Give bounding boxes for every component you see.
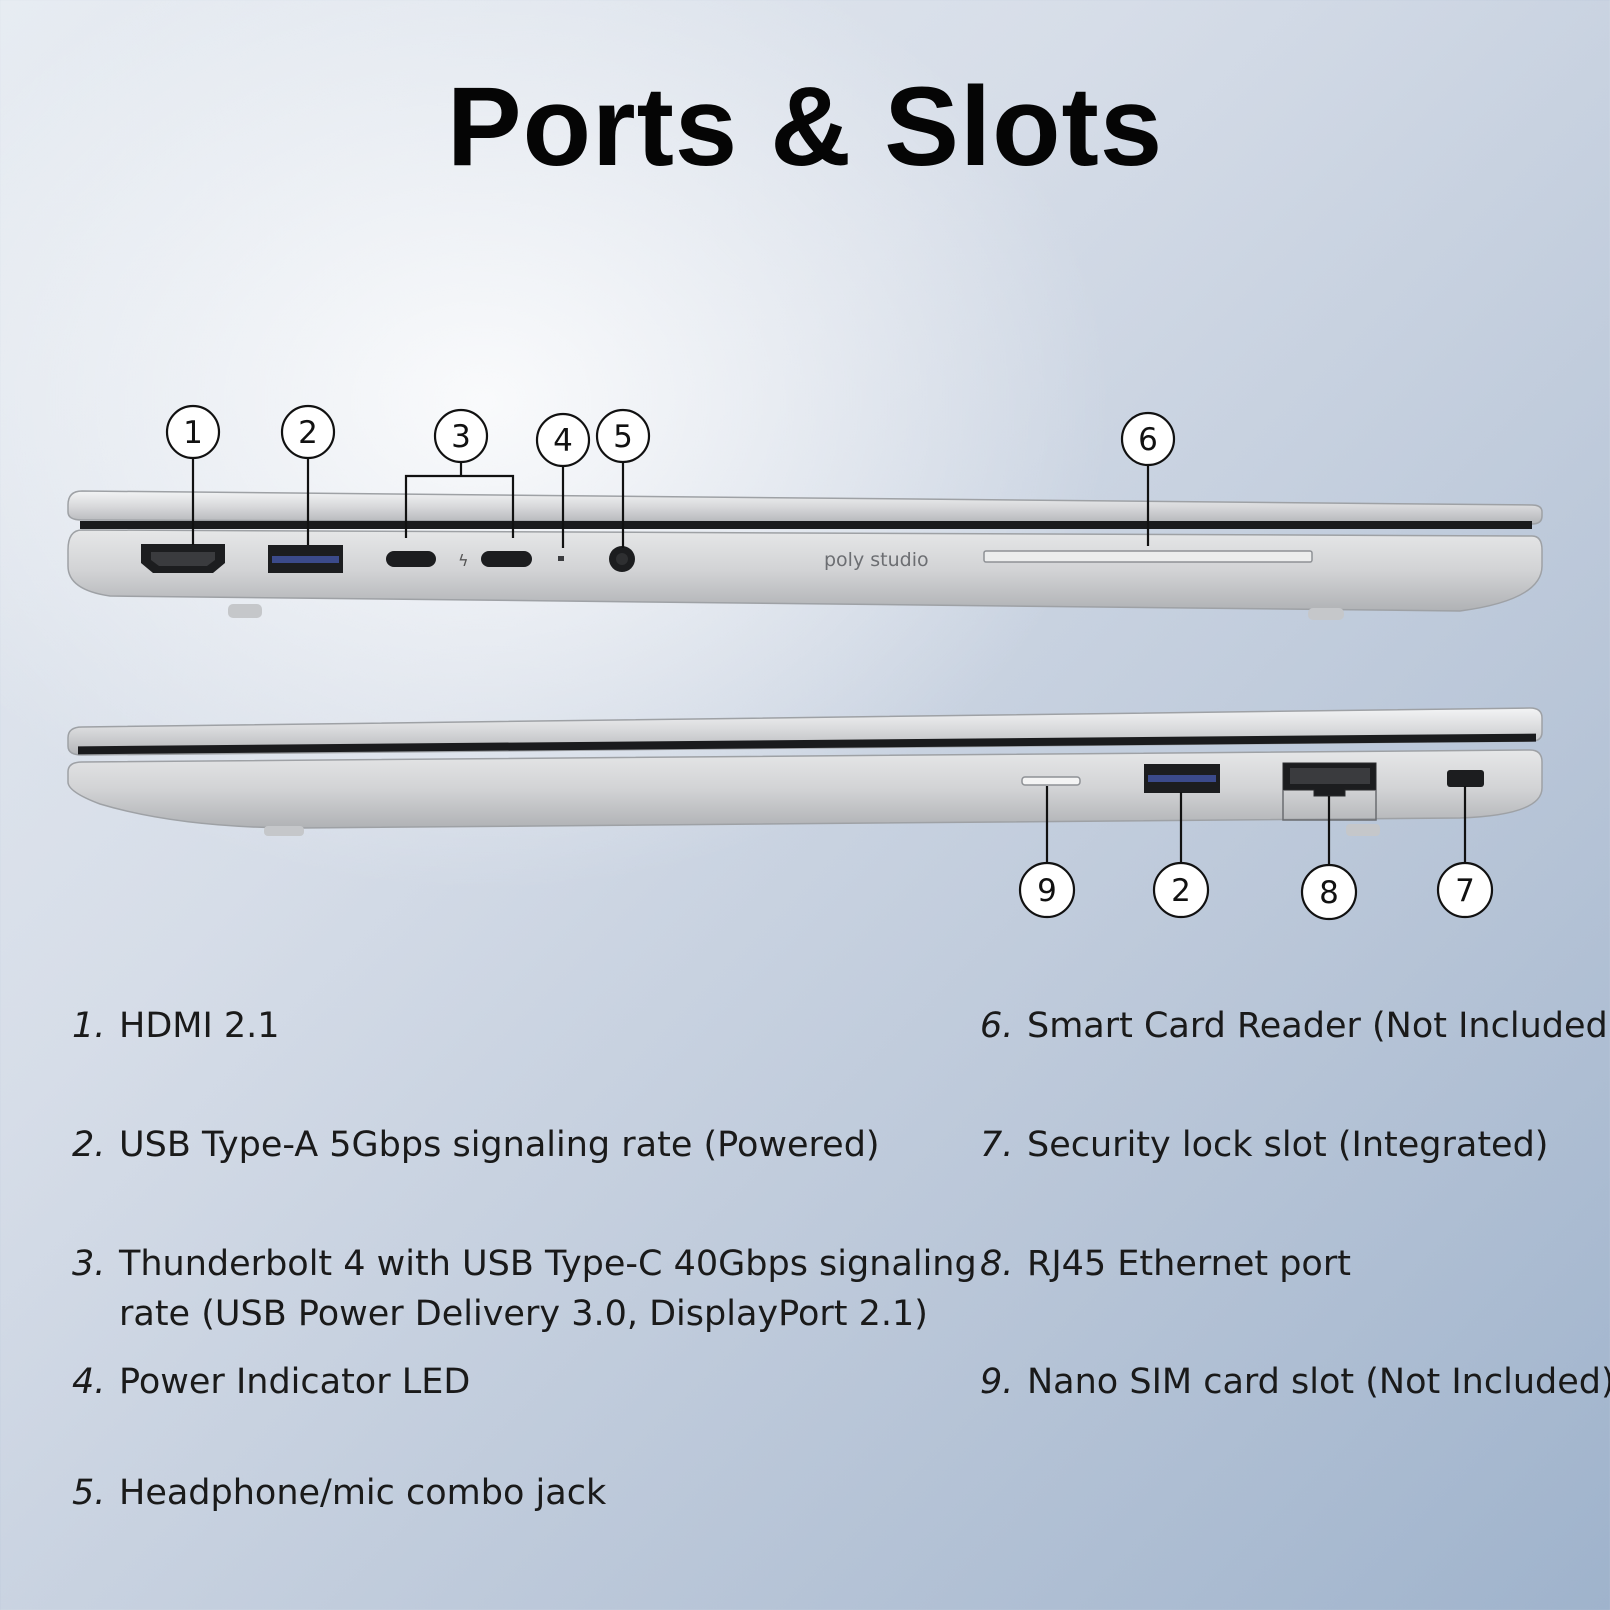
brand-label: poly studio <box>824 549 929 571</box>
callout-circle-rj45 <box>1300 863 1358 921</box>
legend-text: HDMI 2.1 <box>119 1006 280 1046</box>
laptop-right-side <box>67 707 1543 866</box>
foot-left-1 <box>228 604 262 618</box>
callout-number-power-led: 4 <box>553 423 573 459</box>
callout-number-usb-a: 2 <box>298 415 318 451</box>
legend-text: Nano SIM card slot (Not Included) <box>1027 1362 1610 1402</box>
power-led <box>558 556 564 561</box>
callout-number-rj45: 8 <box>1319 875 1339 911</box>
callout-circle-smart-card-reader <box>1120 411 1176 467</box>
hinge-gap-2 <box>78 733 1536 755</box>
callout-circle-thunderbolt <box>433 408 489 464</box>
callout-markers: 1 2 3 4 5 6 9 2 8 7 <box>165 404 1494 921</box>
callout-number-usb-a: 2 <box>1171 873 1191 909</box>
legend-number: 5. <box>72 1473 106 1513</box>
legend-text-line2: rate (USB Power Delivery 3.0, DisplayPor… <box>119 1294 928 1334</box>
callout-number-smart-card-reader: 6 <box>1138 422 1158 458</box>
callout-number-hdmi: 1 <box>183 415 203 451</box>
usb-c-port-1 <box>386 551 436 567</box>
callout-circle-nano-sim <box>1018 861 1076 919</box>
leader-lines-bottom <box>1045 786 1467 866</box>
nano-sim-slot <box>1021 776 1081 786</box>
legend-number: 2. <box>72 1125 106 1165</box>
laptop-ports-diagram: ϟ poly studio <box>67 404 1543 921</box>
legend-number: 1. <box>72 1006 106 1046</box>
callout-circle-audio-jack <box>595 408 651 464</box>
legend-number: 6. <box>980 1006 1014 1046</box>
usb-c-port-2 <box>481 551 532 567</box>
callout-circle-security-lock <box>1436 861 1494 919</box>
hinge-gap-1 <box>80 521 1532 529</box>
thunderbolt-icon: ϟ <box>458 551 469 570</box>
legend-text: Headphone/mic combo jack <box>119 1473 607 1513</box>
foot-left-2 <box>264 826 304 836</box>
callout-number-nano-sim: 9 <box>1037 873 1057 909</box>
callout-circle-usb-a <box>280 404 336 460</box>
legend-text: Thunderbolt 4 with USB Type-C 40Gbps sig… <box>119 1244 977 1284</box>
callout-number-audio-jack: 5 <box>613 419 633 455</box>
legend-text: Smart Card Reader (Not Included) <box>1027 1006 1610 1046</box>
lid-top-view-1 <box>67 490 1543 525</box>
legend-number: 8. <box>980 1244 1014 1284</box>
callout-number-thunderbolt: 3 <box>451 419 471 455</box>
legend-number: 3. <box>72 1244 106 1284</box>
foot-right-1 <box>1308 608 1344 620</box>
legend-text: Security lock slot (Integrated) <box>1027 1125 1549 1165</box>
legend-number: 9. <box>980 1362 1014 1402</box>
callout-circle-usb-a <box>1152 861 1210 919</box>
smart-card-slot <box>983 550 1313 563</box>
legend-text: RJ45 Ethernet port <box>1027 1244 1351 1284</box>
legend-text: Power Indicator LED <box>119 1362 471 1402</box>
callout-number-security-lock: 7 <box>1455 873 1475 909</box>
laptop-left-side: ϟ poly studio <box>67 456 1543 620</box>
legend-number: 4. <box>72 1362 106 1402</box>
callout-circle-power-led <box>535 412 591 468</box>
foot-right-2 <box>1346 824 1380 836</box>
page-title: Ports & Slots <box>446 64 1164 189</box>
security-lock-slot <box>1447 770 1484 787</box>
callout-circle-hdmi <box>165 404 221 460</box>
legend-text: USB Type-A 5Gbps signaling rate (Powered… <box>119 1125 880 1165</box>
leader-lines-top <box>191 456 1150 548</box>
legend-number: 7. <box>980 1125 1014 1165</box>
